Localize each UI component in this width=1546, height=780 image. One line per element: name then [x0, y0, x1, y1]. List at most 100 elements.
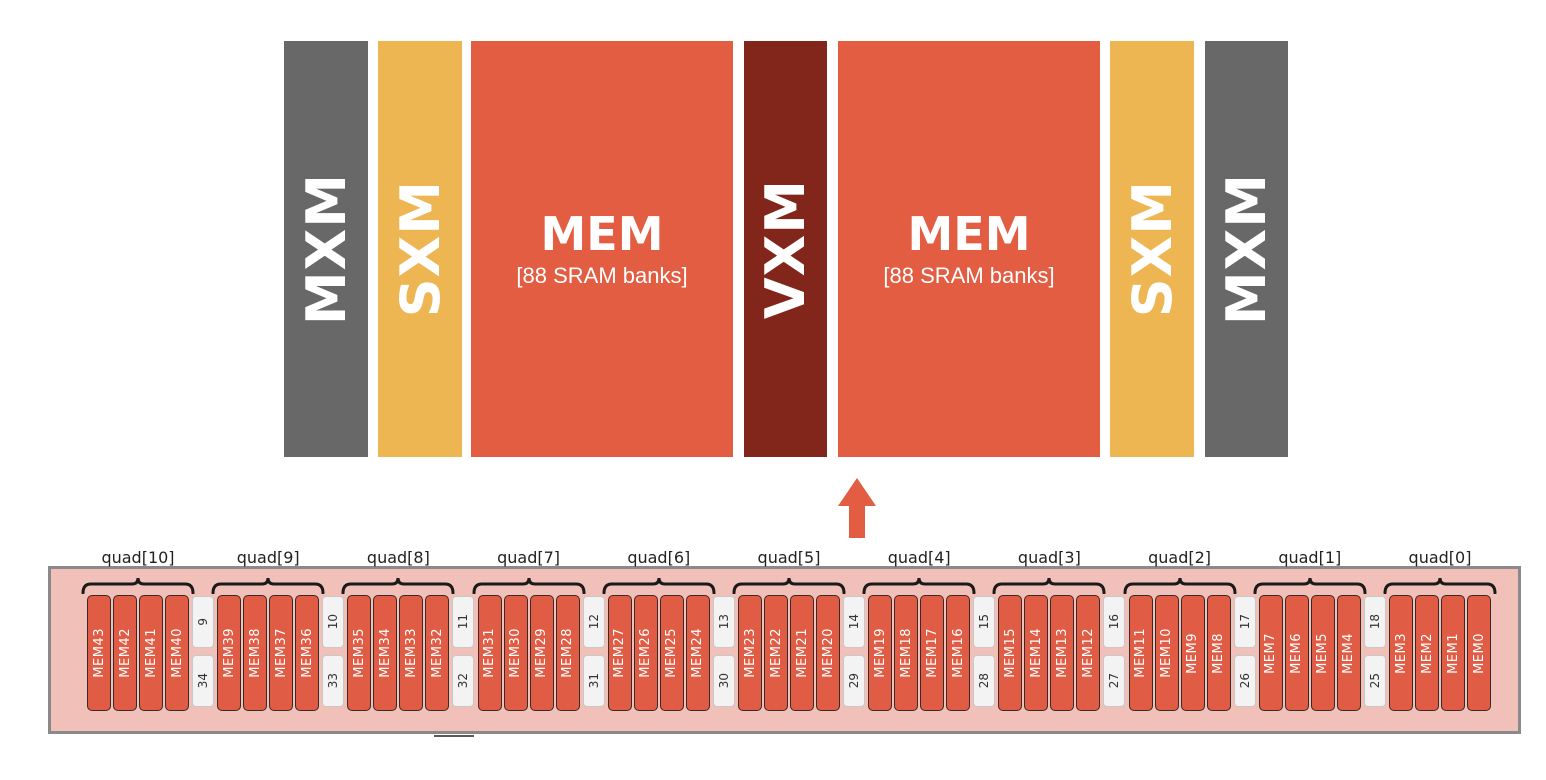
stream-register-top: 13: [712, 596, 735, 648]
quad-brace: [211, 577, 325, 594]
mem-bank-label: MEM7: [1263, 632, 1279, 674]
mem-bank: MEM12: [1076, 595, 1101, 711]
stream-register-bottom: 28: [973, 655, 996, 707]
panel-divider: [434, 735, 474, 737]
mem-subtitle: [88 SRAM banks]: [516, 263, 688, 289]
block-mem-2: MEM[88 SRAM banks]: [471, 41, 733, 457]
mem-bank-label: MEM6: [1289, 632, 1305, 674]
stream-register-bottom: 26: [1233, 655, 1256, 707]
mem-bank-label: MEM38: [247, 628, 263, 678]
mem-bank: MEM10: [1154, 595, 1179, 711]
mem-bank: MEM35: [347, 595, 372, 711]
stream-register-label: 18: [1367, 614, 1382, 630]
mem-bank: MEM16: [946, 595, 971, 711]
quad-label: quad[1]: [1278, 548, 1342, 567]
quad-brace: [1123, 577, 1237, 594]
mem-bank-label: MEM24: [690, 628, 706, 678]
stream-register-bottom: 29: [843, 655, 865, 707]
mem-bank-label: MEM17: [924, 628, 940, 678]
mem-bank-label: MEM9: [1185, 632, 1201, 674]
quad-label: quad[10]: [101, 548, 175, 567]
stream-register-top: 9: [192, 596, 214, 648]
mem-bank-label: MEM12: [1080, 628, 1096, 678]
block-label: MXM: [1215, 172, 1278, 326]
quad-label: quad[7]: [497, 548, 561, 567]
mem-bank-label: MEM43: [91, 628, 107, 678]
block-label: SXM: [388, 180, 452, 318]
stream-register-top: 17: [1233, 596, 1256, 648]
quad-brace: [602, 577, 716, 594]
mem-bank: MEM30: [503, 595, 528, 711]
mem-bank: MEM11: [1128, 595, 1153, 711]
mem-bank-label: MEM0: [1471, 632, 1487, 674]
mem-bank-label: MEM14: [1028, 628, 1044, 678]
mem-bank: MEM0: [1467, 595, 1491, 711]
quad-label: quad[8]: [366, 548, 430, 567]
quad-brace: [1383, 577, 1497, 594]
mem-bank: MEM32: [425, 595, 450, 711]
stream-register-label: 31: [586, 673, 601, 689]
stream-register-bottom: 25: [1363, 655, 1386, 707]
stream-register-label: 14: [847, 614, 861, 630]
quad-brace: [472, 577, 586, 594]
mem-bank-label: MEM8: [1211, 632, 1227, 674]
quad-label: quad[4]: [887, 548, 951, 567]
mem-title: MEM: [540, 206, 664, 261]
stream-register-bottom: 27: [1103, 655, 1126, 707]
mem-bank: MEM42: [113, 595, 137, 711]
mem-bank: MEM17: [920, 595, 945, 711]
mem-bank-label: MEM34: [377, 628, 393, 678]
mem-bank-label: MEM33: [403, 628, 419, 678]
mem-bank: MEM24: [685, 595, 710, 711]
mem-bank-label: MEM4: [1341, 632, 1357, 674]
quad-brace: [992, 577, 1106, 594]
mem-bank: MEM27: [607, 595, 632, 711]
stream-register-label: 28: [977, 673, 992, 689]
block-mxm-0: MXM: [284, 41, 368, 457]
quad-label: quad[3]: [1017, 548, 1081, 567]
mem-bank-label: MEM11: [1133, 628, 1149, 678]
mem-bank-label: MEM40: [169, 628, 185, 678]
mem-bank-label: MEM36: [299, 628, 315, 678]
quad-label: quad[5]: [757, 548, 821, 567]
quad-brace: [732, 577, 846, 594]
stream-register-bottom: 31: [582, 655, 605, 707]
quad-label: quad[6]: [627, 548, 691, 567]
mem-bank: MEM39: [217, 595, 242, 711]
block-label: VXM: [754, 178, 817, 320]
mem-bank: MEM22: [764, 595, 788, 711]
quad-label: quad[0]: [1408, 548, 1472, 567]
mem-bank: MEM29: [529, 595, 554, 711]
mem-bank-label: MEM28: [560, 628, 576, 678]
block-mxm-6: MXM: [1205, 41, 1288, 457]
stream-register-top: 12: [582, 596, 605, 648]
stream-register-label: 29: [847, 673, 861, 689]
mem-bank-label: MEM1: [1445, 632, 1461, 674]
stream-register-label: 17: [1237, 614, 1252, 630]
mem-bank: MEM43: [87, 595, 111, 711]
mem-bank: MEM15: [998, 595, 1023, 711]
up-arrow-icon: [838, 478, 876, 538]
mem-bank-label: MEM3: [1393, 632, 1409, 674]
block-sxm-5: SXM: [1110, 41, 1194, 457]
mem-bank: MEM41: [139, 595, 163, 711]
mem-bank-label: MEM26: [638, 628, 654, 678]
mem-bank: MEM9: [1180, 595, 1205, 711]
mem-bank-label: MEM13: [1054, 628, 1070, 678]
quad-label: quad[9]: [236, 548, 300, 567]
mem-bank-label: MEM19: [872, 628, 888, 678]
stream-register-label: 27: [1107, 673, 1122, 689]
mem-bank: MEM1: [1441, 595, 1465, 711]
stream-register-bottom: 32: [452, 655, 475, 707]
quad-label: quad[2]: [1148, 548, 1212, 567]
mem-bank-label: MEM27: [612, 628, 628, 678]
stream-register-label: 12: [586, 614, 601, 630]
stream-register-top: 14: [843, 596, 865, 648]
quad-brace: [1253, 577, 1367, 594]
mem-bank-label: MEM20: [820, 628, 836, 678]
mem-bank-label: MEM25: [664, 628, 680, 678]
stream-register-label: 13: [716, 614, 731, 630]
stream-register-bottom: 33: [322, 655, 345, 707]
stream-register-bottom: 30: [712, 655, 735, 707]
mem-bank: MEM34: [373, 595, 398, 711]
